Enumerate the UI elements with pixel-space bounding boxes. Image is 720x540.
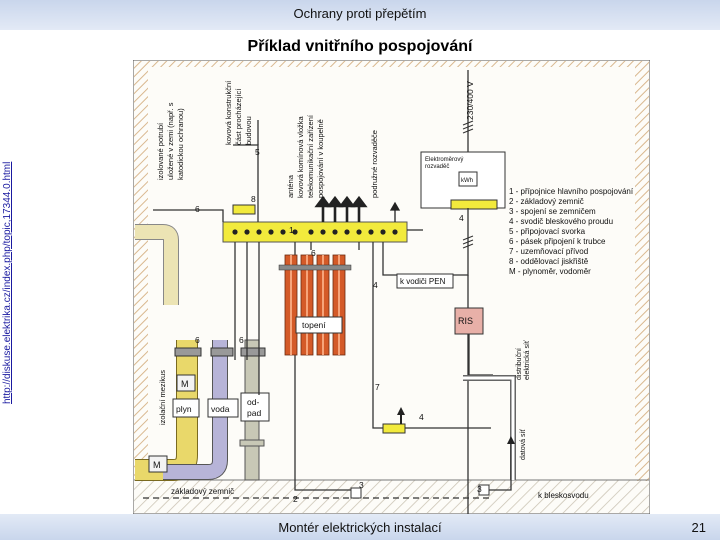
footer-bar [0,514,720,540]
label-water: voda [211,404,230,414]
label-insulating-insert: izolační mezikus [158,370,167,425]
heating-label-box [295,316,343,334]
ref-8: 8 [251,194,256,204]
pipe-clamp-waste [240,347,266,357]
label-data-network: datová síť [520,429,527,460]
water-pipe [163,340,227,479]
ref-7: 7 [375,382,380,392]
surge-arrester-main [450,199,498,210]
label-metal-structure-3: budovou [244,116,253,145]
label-metal-structure-2: část procházející [234,88,243,145]
surge-arrester-lower [382,423,406,434]
legend-item: 2 - základový zemnič [509,197,584,206]
label-metal-structure-1: kovová konstrukční [224,80,233,145]
ris-box [454,307,484,335]
label-waste-1: od- [247,397,259,407]
label-insulated-pipe-2: uložené v zemi (např. s [166,102,175,180]
label-lightning-conductor: k bleskosvodu [538,491,589,500]
bonding-diagram: izolované potrubí uložené v zemi (např. … [132,59,651,530]
label-gas: plyn [176,404,192,414]
label-antenna: anténa [286,174,295,198]
earth-connection-left [350,487,362,499]
label-voltage: 230/400 V [465,81,475,120]
ref-4a: 4 [459,213,464,223]
label-distribution-1: distribuční [516,348,523,380]
ref-3b: 3 [477,484,482,494]
main-bonding-busbar [222,221,408,243]
footer-text: Montér elektrických instalací [278,520,442,535]
label-heating: topení [302,320,326,330]
label-insulated-pipe-1: izolované potrubí [156,122,165,180]
legend-item: M - plynoměr, vodoměr [509,267,591,276]
label-foundation-electrode: základový zemnič [171,487,234,496]
kwh-meter [458,171,478,187]
legend-item: 4 - svodič bleskového proudu [509,217,613,226]
ref-3a: 3 [359,480,364,490]
label-meter-cabinet-2: rozvaděč [425,164,449,170]
gas-meter-box [176,374,196,392]
label-distribution-2: elektrická síť [524,340,531,380]
diagram-svg: izolované potrubí uložené v zemi (např. … [132,59,651,530]
legend-item: 7 - uzemňovací přívod [509,247,588,256]
pipe-clamp-water [210,347,234,357]
label-sub-distribution: podružné rozvaděče [370,130,379,198]
page-number: 21 [691,520,706,535]
label-meter-cabinet-1: Elektroměrový [425,157,463,163]
source-link[interactable]: http://diskuse.elektrika.cz/index.php/to… [2,161,13,404]
pen-label-box [396,273,454,289]
diagram-labels: izolované potrubí uložené v zemi (např. … [153,80,589,500]
slide-title: Ochrany proti přepětím [293,6,427,21]
top-wall [148,61,635,67]
slide-subtitle: Příklad vnitřního pospojování [247,38,473,55]
legend-item: 3 - spojení se zemničem [509,207,596,216]
waste-label-box [240,392,270,422]
water-label-box [207,398,239,418]
legend-item: 5 - připojovací svorka [509,227,586,236]
label-bathroom: pospojování v koupelně [316,119,325,198]
reference-numbers: 1 2 3 3 4 4 4 5 6 6 6 6 7 8 [195,147,482,504]
ref-2: 2 [293,494,298,504]
ref-4b: 4 [373,280,378,290]
legend-item: 1 - přípojnice hlavního pospojování [509,187,634,196]
diagram-frame [132,59,651,515]
label-kwh: kWh [461,178,473,184]
label-chimney: kovová komínová vložka [296,115,305,198]
ref-4c: 4 [419,412,424,422]
right-wall [635,61,649,481]
ref-6d: 6 [239,335,244,345]
pipe-clamp-gas [174,347,202,357]
upward-bonding-arrows [314,195,368,222]
ref-6a: 6 [195,204,200,214]
label-telecom: telekomunikační zařízení [306,114,315,198]
ground-area [134,480,649,513]
label-meter-gas: M [181,379,189,389]
ref-1: 1 [289,225,294,235]
ref-6b: 6 [311,248,316,258]
left-wall [134,61,148,481]
header-bar [0,0,720,30]
insulated-pipe-top [135,225,178,305]
label-pen: k vodiči PEN [400,277,446,286]
gas-label-box [172,398,200,418]
spark-gap [232,204,256,215]
label-insulated-pipe-3: katodickou ochranou) [176,108,185,180]
busbar-terminals [232,229,398,235]
legend-item: 6 - pásek připojení k trubce [509,237,606,246]
label-waste-2: pad [247,408,261,418]
water-meter-box [148,455,168,473]
label-ris: RIS [458,316,473,326]
earth-connection-right [478,484,490,496]
ref-5: 5 [255,147,260,157]
legend: 1 - přípojnice hlavního pospojování 2 - … [509,187,634,276]
label-meter-water: M [153,460,161,470]
legend-item: 8 - oddělovací jiskřiště [509,257,589,266]
ref-6c: 6 [195,335,200,345]
